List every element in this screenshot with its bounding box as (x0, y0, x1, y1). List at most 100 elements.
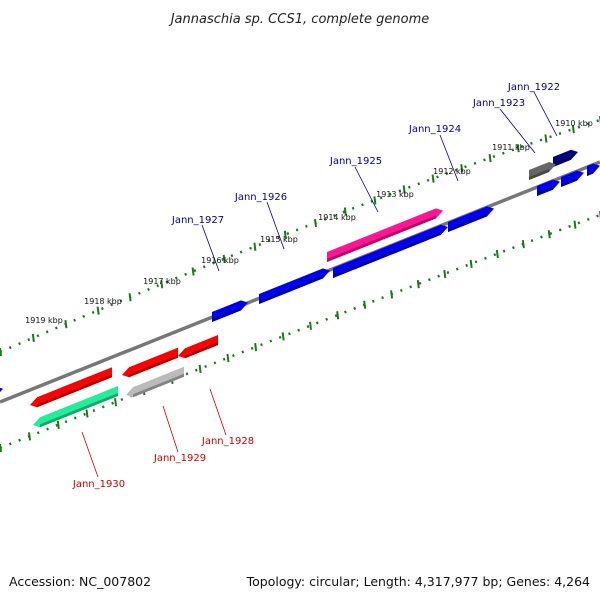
major-tick (547, 230, 551, 239)
major-tick (495, 249, 499, 259)
kbp-label: 1919 kbp (25, 316, 63, 325)
major-tick (343, 207, 347, 216)
major-tick (198, 364, 202, 373)
gene-arrow-shade (185, 342, 218, 359)
gene-leader-line (201, 224, 220, 272)
gene-leader-line (81, 431, 99, 478)
gene-features (0, 149, 600, 428)
kbp-label: 1910 kbp (555, 119, 593, 128)
gene-labels-plus: Jann_1922 Jann_1923 Jann_1924 Jann_1925 … (171, 82, 560, 272)
gene-arrow-jann-1928[interactable] (178, 335, 218, 359)
gene-arrow-shade (259, 275, 323, 304)
scale-track-inner (0, 213, 600, 450)
major-tick (114, 398, 118, 407)
gene-arrow-shade (553, 156, 571, 167)
gene-arrow-jann-1927[interactable] (212, 300, 248, 322)
gene-arrow-unlabeled[interactable] (30, 367, 112, 408)
gene-arrow-shade (40, 393, 118, 428)
gene-arrow-shade (448, 213, 487, 232)
gene-leader-line (533, 91, 558, 137)
map-title: Jannaschia sp. CCS1, complete genome (168, 12, 430, 27)
gene-arrow-shade (37, 374, 112, 408)
gene-label[interactable]: Jann_1925 (329, 156, 382, 167)
major-tick (160, 280, 164, 289)
major-tick (402, 185, 406, 194)
major-tick (336, 311, 340, 320)
major-tick (0, 443, 2, 453)
major-tick (571, 125, 575, 134)
kbp-labels: 1910 kbp 1911 kbp 1912 kbp 1913 kbp 1914… (25, 119, 593, 325)
major-tick (222, 254, 226, 264)
gene-leader-line (439, 134, 459, 182)
kbp-label: 1917 kbp (143, 277, 181, 286)
gene-arrow-jann-1922[interactable] (553, 149, 578, 167)
gene-arrow-jann-1924[interactable] (448, 206, 494, 232)
gene-label[interactable]: Jann_1924 (408, 124, 461, 135)
gene-arrow-unlabeled[interactable] (537, 179, 560, 196)
major-tick (254, 342, 258, 352)
gene-arrow-unlabeled[interactable] (561, 170, 584, 187)
major-tick (363, 300, 367, 309)
major-tick (283, 230, 287, 239)
gene-arrow-body (122, 347, 178, 378)
gene-arrow-body (0, 385, 3, 395)
major-tick (64, 319, 68, 329)
gene-arrow-shade (212, 307, 241, 322)
major-tick (516, 144, 520, 153)
gene-arrow-shade (529, 169, 549, 180)
major-tick (0, 347, 2, 357)
kbp-label: 1911 kbp (492, 143, 530, 152)
gene-label[interactable]: Jann_1928 (201, 436, 254, 447)
gene-arrow-body (178, 335, 218, 359)
major-tick (31, 333, 35, 343)
major-tick (469, 259, 473, 269)
gene-arrow-jann-1923[interactable] (529, 162, 556, 180)
gene-label[interactable]: Jann_1929 (153, 453, 206, 464)
gene-arrow-jann-1929[interactable] (126, 366, 184, 398)
gene-arrow-body (30, 367, 112, 408)
major-tick (416, 280, 420, 289)
gene-arrow-unlabeled[interactable] (587, 163, 600, 176)
gene-arrow-jann-1930[interactable] (33, 386, 118, 428)
kbp-label: 1912 kbp (433, 167, 471, 176)
major-tick (573, 220, 577, 229)
gene-leader-line (209, 388, 227, 436)
kbp-label: 1913 kbp (376, 190, 414, 199)
accession-text: Accession: NC_007802 (9, 574, 151, 589)
major-tick (309, 321, 312, 330)
gene-leader-line (499, 108, 536, 154)
gene-arrow-shade (561, 177, 577, 187)
gene-label[interactable]: Jann_1922 (507, 82, 560, 93)
scale-track-outer (0, 118, 600, 354)
gene-arrow-jann-1926[interactable] (333, 224, 448, 278)
gene-arrow-shade (129, 354, 178, 378)
gene-arrow-shade (333, 231, 441, 278)
major-tick (128, 293, 132, 302)
gene-label[interactable]: Jann_1930 (72, 479, 125, 490)
major-tick (226, 353, 230, 363)
major-tick (390, 290, 394, 299)
gene-arrow-shade (587, 170, 593, 176)
major-tick (96, 306, 100, 315)
gene-label[interactable]: Jann_1927 (171, 215, 224, 226)
major-tick (373, 196, 377, 205)
major-tick (56, 420, 60, 430)
gene-arrow-jann-1925[interactable] (327, 208, 443, 262)
genome-summary-text: Topology: circular; Length: 4,317,977 bp… (246, 574, 590, 589)
gene-arrow-unlabeled[interactable] (0, 385, 3, 397)
gene-leader-line (266, 201, 285, 250)
major-tick (443, 269, 447, 279)
gene-arrow-unlabeled[interactable] (122, 347, 178, 378)
major-tick (191, 267, 195, 276)
major-tick (431, 174, 435, 183)
gene-label[interactable]: Jann_1923 (472, 98, 525, 109)
kbp-label: 1915 kbp (260, 235, 298, 244)
major-ticks (0, 116, 600, 453)
gene-arrow-shade (327, 215, 436, 262)
gene-arrow-unlabeled[interactable] (259, 268, 330, 304)
major-tick (488, 153, 492, 163)
kbp-label: 1918 kbp (84, 297, 122, 306)
gene-leader-line (162, 405, 179, 453)
gene-label[interactable]: Jann_1926 (234, 192, 287, 203)
major-tick (544, 134, 548, 143)
